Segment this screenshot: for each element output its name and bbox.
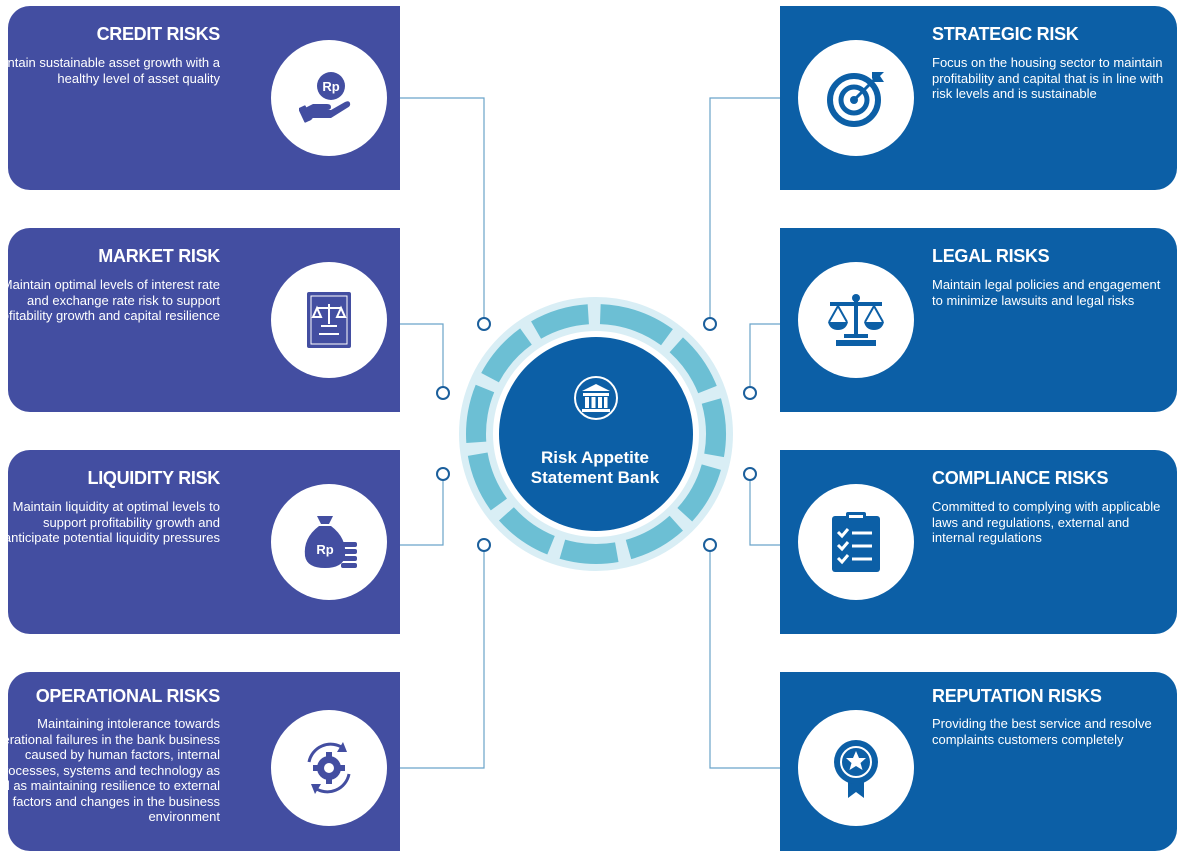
center-ring: [459, 297, 733, 571]
target-icon: [827, 72, 884, 127]
connector-dot: [477, 538, 491, 552]
liquidity-risk-card: LIQUIDITY RISK Maintain liquidity at opt…: [4, 450, 400, 634]
law-book-icon: [307, 292, 351, 348]
center-title-line1: Risk Appetite: [540, 448, 649, 467]
award-ribbon-icon: [834, 740, 878, 798]
scales-icon: [828, 294, 884, 346]
market-risk-card: MARKET RISK Maintain optimal levels of i…: [0, 228, 400, 412]
card-title: CREDIT RISKS: [96, 24, 221, 44]
icon-circle: Rp: [271, 484, 387, 600]
card-title: MARKET RISK: [98, 246, 220, 266]
icon-circle: [798, 484, 914, 600]
connector-dot: [436, 467, 450, 481]
card-description: Maintain optimal levels of interest rate…: [0, 277, 220, 323]
card-description: Providing the best service and resolve c…: [932, 716, 1152, 747]
svg-text:Rp: Rp: [322, 79, 339, 94]
card-description: Committed to complying with applicable l…: [932, 499, 1161, 545]
credit-risk-card: CREDIT RISKS Maintain sustainable asset …: [0, 6, 400, 190]
center-title-line2: Statement Bank: [530, 468, 660, 487]
card-title: LEGAL RISKS: [932, 246, 1050, 266]
reputation-risk-card: REPUTATION RISKS Providing the best serv…: [780, 672, 1177, 851]
compliance-risk-card: COMPLIANCE RISKS Committed to complying …: [780, 450, 1177, 634]
gear-cycle-icon: [307, 742, 351, 794]
strategic-risk-card: STRATEGIC RISK Focus on the housing sect…: [780, 6, 1177, 190]
connector-dot: [703, 317, 717, 331]
center-disc: [499, 337, 693, 531]
connector-dot: [743, 467, 757, 481]
card-title: COMPLIANCE RISKS: [932, 468, 1109, 488]
card-description: Maintain liquidity at optimal levels to …: [3, 499, 220, 545]
center-title: Risk Appetite Statement Bank: [505, 448, 685, 488]
bank-building-icon: [574, 376, 618, 420]
connector-dot: [703, 538, 717, 552]
connector-dot: [743, 386, 757, 400]
icon-circle: Rp: [271, 40, 387, 156]
connector-dot: [477, 317, 491, 331]
checklist-icon: [832, 512, 880, 572]
icon-circle: [798, 40, 914, 156]
svg-text:Rp: Rp: [316, 542, 333, 557]
icon-circle: [798, 710, 914, 826]
connector-dot: [436, 386, 450, 400]
card-title: STRATEGIC RISK: [932, 24, 1079, 44]
legal-risk-card: LEGAL RISKS Maintain legal policies and …: [780, 228, 1177, 412]
card-description: Maintain legal policies and engagement t…: [932, 277, 1161, 308]
icon-circle: [271, 710, 387, 826]
card-description: Focus on the housing sector to maintain …: [932, 55, 1164, 101]
card-description: Maintaining intolerance towards operatio…: [0, 716, 220, 824]
operational-risk-card: OPERATIONAL RISKS Maintaining intoleranc…: [0, 672, 400, 851]
icon-circle: [798, 262, 914, 378]
card-title: OPERATIONAL RISKS: [35, 686, 221, 706]
icon-circle: [271, 262, 387, 378]
rupiah-coin-hand-icon: Rp: [299, 72, 351, 123]
card-title: LIQUIDITY RISK: [87, 468, 221, 488]
money-bag-icon: Rp: [304, 516, 357, 568]
card-title: REPUTATION RISKS: [932, 686, 1102, 706]
card-description: Maintain sustainable asset growth with a…: [0, 55, 220, 86]
